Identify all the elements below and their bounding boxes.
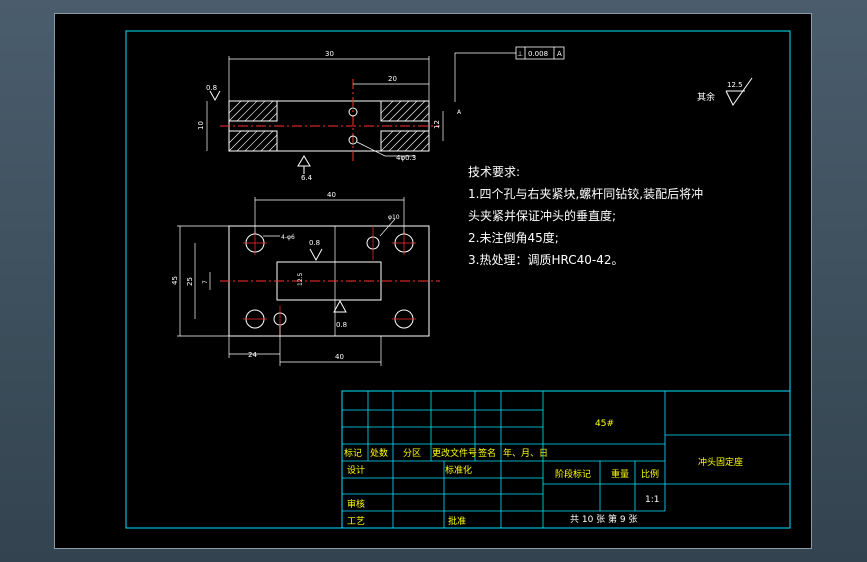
dim-plan-slot: 12.5 <box>297 272 304 286</box>
drawing-canvas: 30 20 10 12 4φ0.3 0.8 6.4 ⊥ <box>125 30 791 529</box>
datum-label: A <box>457 109 462 116</box>
technical-notes: 技术要求: 1.四个孔与右夹紧块,螺杆同钻铰,装配后将冲 头夹紧并保证冲头的垂直… <box>468 165 703 267</box>
tol-value: 0.008 <box>528 50 548 58</box>
rough-plan-1-value: 0.8 <box>309 239 320 247</box>
rough-top-left-value: 0.8 <box>206 84 217 92</box>
dim-plan-inner-h: 25 <box>186 277 194 286</box>
tb-standardize: 标准化 <box>445 464 472 476</box>
dim-plan-height: 45 <box>171 276 179 285</box>
dim-plan-bottom-left: 24 <box>248 351 257 359</box>
dim-plan-hole: 4-φ6 <box>281 234 295 241</box>
roughness-plan-1 <box>309 248 323 262</box>
note-1: 1.四个孔与右夹紧块,螺杆同钻铰,装配后将冲 <box>468 186 703 201</box>
tb-sheets: 共 10 张 第 9 张 <box>570 513 637 525</box>
tb-stage-mark: 阶段标记 <box>555 468 591 480</box>
dim-top-side: 12 <box>433 120 441 129</box>
dim-top-height: 10 <box>197 121 205 130</box>
section-hole-bottom <box>348 135 358 145</box>
surface-finish-value: 12.5 <box>727 81 743 89</box>
datum-triangle <box>297 155 311 167</box>
material-label: 45# <box>595 419 614 429</box>
hatch-lines <box>228 100 430 152</box>
note-2: 2.未注倒角45度; <box>468 230 559 245</box>
rough-bottom-value: 6.4 <box>301 174 313 182</box>
tol-datum: A <box>557 50 562 58</box>
surface-finish: 其余 12.5 <box>697 77 753 106</box>
tb-row-label-5: 签名 <box>478 447 496 459</box>
dim-plan-bottom-mid: 40 <box>335 353 344 361</box>
tb-row-label-4: 更改文件号 <box>432 447 477 459</box>
tb-review: 审核 <box>347 498 365 510</box>
drawing-sheet[interactable]: 30 20 10 12 4φ0.3 0.8 6.4 ⊥ <box>54 13 812 549</box>
title-block: 45# 冲头固定座 标记 处数 分区 更改文件号 签名 年、月、日 设计 标准化… <box>341 390 791 529</box>
tb-row-label-3: 分区 <box>403 448 421 459</box>
dim-top-len: 30 <box>325 50 334 58</box>
section-hole-top <box>348 107 358 117</box>
dim-top-dia: 4φ0.3 <box>396 154 416 162</box>
tb-row-label-2: 处数 <box>370 447 388 459</box>
dim-plan-len: 40 <box>327 191 336 199</box>
dim-plan-small-h: 7 <box>202 280 209 284</box>
part-name: 冲头固定座 <box>698 456 743 468</box>
roughness-plan-2 <box>333 299 347 313</box>
tb-row-label-1: 标记 <box>344 447 362 459</box>
tb-scale-value: 1:1 <box>645 495 659 505</box>
surface-finish-symbol <box>725 77 753 106</box>
tb-approve: 批准 <box>448 515 466 527</box>
rough-plan-2-value: 0.8 <box>336 321 347 329</box>
note-1-cont: 头夹紧并保证冲头的垂直度; <box>468 208 616 223</box>
plan-view: 40 4-φ6 φ10 0.8 0.8 45 25 7 12.5 <box>171 191 440 366</box>
tb-weight: 重量 <box>611 468 629 480</box>
tol-symbol: ⊥ <box>517 50 523 58</box>
tb-row-label-6: 年、月、日 <box>503 447 548 459</box>
section-view: 30 20 10 12 4φ0.3 0.8 6.4 ⊥ <box>197 46 565 182</box>
note-3: 3.热处理：调质HRC40-42。 <box>468 253 623 267</box>
roughness-top-left <box>209 90 221 102</box>
surface-finish-label: 其余 <box>697 91 715 103</box>
tb-process: 工艺 <box>347 516 365 527</box>
tb-scale: 比例 <box>641 468 659 480</box>
note-heading: 技术要求: <box>468 165 520 179</box>
dim-top-inner: 20 <box>388 75 397 83</box>
dim-plan-hole-right: φ10 <box>388 214 400 221</box>
tb-design: 设计 <box>347 464 365 476</box>
title-block-frame <box>341 390 791 529</box>
